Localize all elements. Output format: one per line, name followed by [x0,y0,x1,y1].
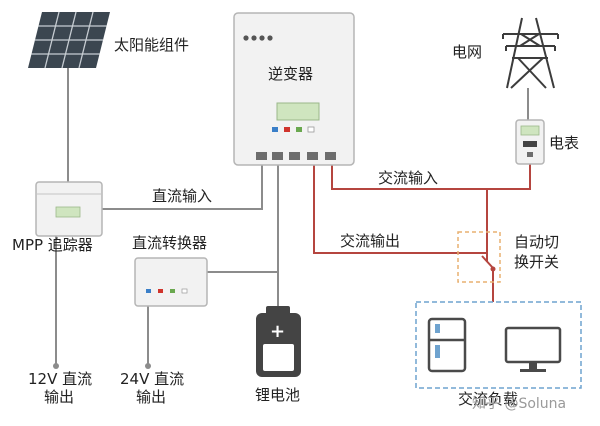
meter-device [515,119,545,165]
12v-output-label-line2: 输出 [44,388,74,406]
svg-text:+: + [270,321,285,342]
converter-button-red [158,289,163,293]
12v-output-label-line1: 12V 直流 [28,370,92,388]
monitor-icon [504,326,562,372]
grid-label: 电网 [452,43,482,61]
auto-switch-label-line2: 换开关 [514,253,559,271]
24v-output-terminal [145,363,151,369]
24v-output-label-line1: 24V 直流 [120,370,184,388]
solar-panel-label: 太阳能组件 [114,36,189,54]
inverter-button-red [284,127,290,132]
power-tower-icon [502,17,559,89]
ac-output-label: 交流输出 [340,232,400,250]
inverter-button-blue [272,127,278,132]
dc-connections [55,68,529,364]
ac-load-box [415,301,582,389]
ac-input-label: 交流输入 [378,169,438,187]
ac-input-line [331,160,531,190]
solar-panel-icon [28,11,110,69]
auto-switch-label-line1: 自动切 [514,233,559,251]
inverter-indicator-dots [243,35,273,41]
dc-converter-label: 直流转换器 [132,234,207,252]
mppt-tracker-device [35,181,103,237]
battery-icon: + [256,306,301,377]
watermark: 知乎 @Soluna [472,395,566,412]
mppt-to-inverter-line [102,160,263,210]
converter-button-green [170,289,175,293]
ac-output-line [313,160,487,254]
dc-converter-device [134,257,208,307]
inverter-ports [256,152,336,160]
inverter-label: 逆变器 [268,65,313,83]
inverter-button-green [296,127,302,132]
converter-button-white [181,288,188,294]
mppt-label: MPP 追踪器 [12,236,93,254]
converter-button-blue [146,289,151,293]
converter-to-inverter-line [207,160,279,273]
dc-input-label: 直流输入 [152,187,212,205]
auto-switch-box [457,231,501,283]
ac-load-label: 交流负载 [458,390,518,408]
meter-label: 电表 [549,134,579,152]
12v-output-terminal [53,363,59,369]
24v-output-label-line2: 输出 [136,388,166,406]
inverter-button-white [307,126,315,133]
ac-connections [313,160,531,302]
inverter-screen [276,102,320,121]
inverter-device [233,12,355,166]
auto-switch-icon [481,255,496,272]
battery-label: 锂电池 [255,386,300,404]
refrigerator-icon [427,317,467,373]
